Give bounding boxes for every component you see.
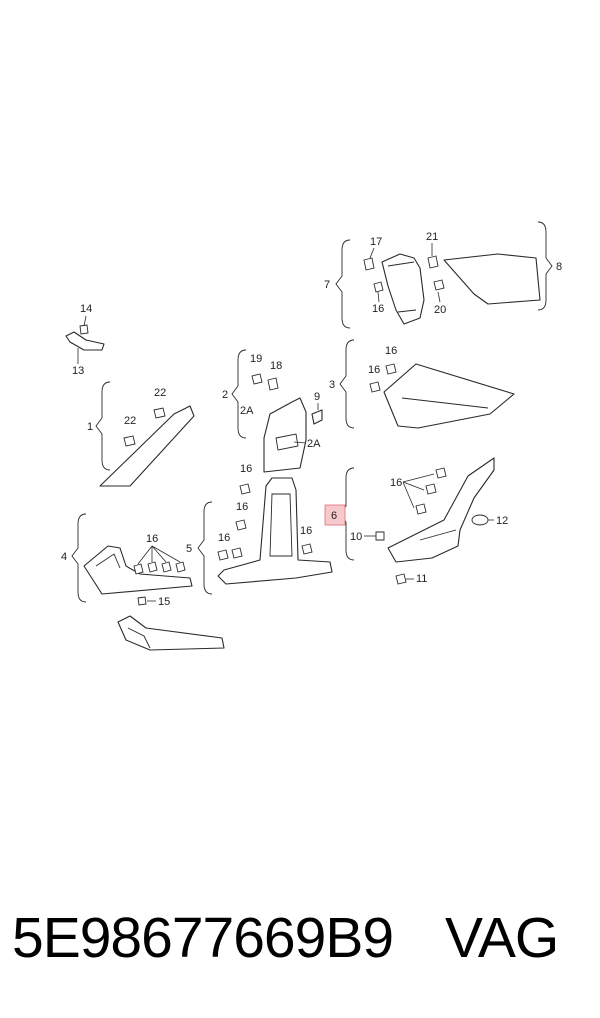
c-pillar-trim-detail (401, 397, 489, 409)
callout-7: 7 (324, 279, 330, 291)
rear-lower-detail (419, 529, 457, 541)
sill-strip-detail (127, 627, 151, 649)
brace-5 (197, 501, 213, 595)
clip-15 (137, 596, 147, 606)
callout-16-a: 16 (372, 303, 384, 315)
leader-16-a (377, 291, 380, 303)
callout-16-d: 16 (390, 477, 402, 489)
leader-16-d (402, 473, 435, 509)
seatbelt-guide (275, 433, 299, 451)
sill-strip (117, 615, 225, 651)
callout-5: 5 (186, 543, 192, 555)
clip-21 (427, 255, 439, 269)
b-pillar-lower-detail (269, 493, 293, 557)
callout-11: 11 (416, 573, 427, 585)
clip-14 (79, 324, 89, 335)
brace-8 (537, 221, 553, 311)
b-pillar-upper-detail (387, 261, 417, 313)
clip-16-b2 (369, 381, 381, 393)
brace-1 (95, 381, 111, 471)
clip-22-a (153, 407, 166, 419)
callout-2: 2 (222, 389, 228, 401)
callout-10: 10 (350, 531, 362, 543)
callout-13: 13 (72, 365, 84, 377)
leader-16-e (137, 545, 181, 565)
callout-4: 4 (61, 551, 67, 563)
callout-2a-top: 2A (240, 405, 254, 417)
clip-16-c2 (235, 519, 247, 531)
rear-lower-trim (387, 457, 495, 563)
callout-17: 17 (370, 236, 382, 248)
b-pillar-lower-trim (217, 477, 333, 585)
knob-12 (471, 514, 489, 526)
a-pillar-trim (99, 405, 195, 487)
clip-16-e3 (161, 561, 172, 573)
c-pillar-trim (383, 363, 515, 429)
callout-18: 18 (270, 360, 282, 372)
brace-3 (339, 339, 355, 429)
callout-9: 9 (314, 391, 320, 403)
clip-16-c3 (217, 549, 229, 561)
brace-4 (71, 513, 87, 603)
callout-14: 14 (80, 303, 92, 315)
leader-14 (83, 315, 87, 327)
part-9 (311, 409, 323, 425)
b-pillar-upper-trim (381, 253, 425, 325)
c-pillar-top-trim (443, 253, 541, 305)
clip-16-c5 (301, 543, 313, 555)
callout-15: 15 (158, 596, 170, 608)
clip-16-d1 (435, 467, 447, 479)
callout-1: 1 (87, 421, 93, 433)
callout-6: 6 (331, 510, 337, 522)
leader-17 (369, 247, 375, 259)
callout-12: 12 (496, 515, 508, 527)
b-pillar-upper-cover (263, 397, 307, 473)
clip-18 (267, 377, 279, 391)
clip-16-d3 (415, 503, 427, 515)
brace-2 (231, 349, 247, 439)
clip-11 (395, 573, 407, 585)
clip-16-a (373, 281, 384, 293)
callout-8: 8 (556, 261, 562, 273)
clip-16-e1 (133, 563, 144, 575)
callout-2a-side: 2A (307, 438, 321, 450)
callout-22-a: 22 (154, 387, 166, 399)
clip-19 (251, 373, 263, 385)
clip-20 (433, 279, 445, 291)
clip-22-b (123, 435, 136, 447)
callout-16-e: 16 (146, 533, 158, 545)
clip-16-c1 (239, 483, 251, 495)
part-number: 5E98677669B9 (12, 906, 394, 970)
front-sill-detail (95, 553, 121, 569)
callout-21: 21 (426, 231, 438, 243)
front-sill-trim (83, 545, 193, 595)
callout-3: 3 (329, 379, 335, 391)
clip-16-e4 (175, 561, 186, 573)
clip-16-c4 (231, 547, 243, 559)
callout-16-c2: 16 (236, 501, 248, 513)
callout-16-c1: 16 (240, 463, 252, 475)
footer: 5E98677669B9 VAG (12, 898, 592, 978)
brace-7 (335, 239, 351, 329)
clip-17 (363, 257, 375, 271)
bracket-13 (65, 331, 105, 351)
callout-16-c5: 16 (300, 525, 312, 537)
leader-2a (293, 441, 307, 444)
callout-16-b1: 16 (385, 345, 397, 357)
brand-label: VAG (445, 906, 559, 970)
callout-19: 19 (250, 353, 262, 365)
leader-20 (437, 291, 441, 303)
clip-16-b1 (385, 363, 397, 375)
callout-20: 20 (434, 304, 446, 316)
callout-22-b: 22 (124, 415, 136, 427)
screw-10 (375, 531, 385, 541)
callout-16-b2: 16 (368, 364, 380, 376)
clip-16-d2 (425, 483, 437, 495)
callout-16-c3: 16 (218, 532, 230, 544)
clip-16-e2 (147, 561, 158, 573)
callout-6-highlight (324, 504, 346, 526)
